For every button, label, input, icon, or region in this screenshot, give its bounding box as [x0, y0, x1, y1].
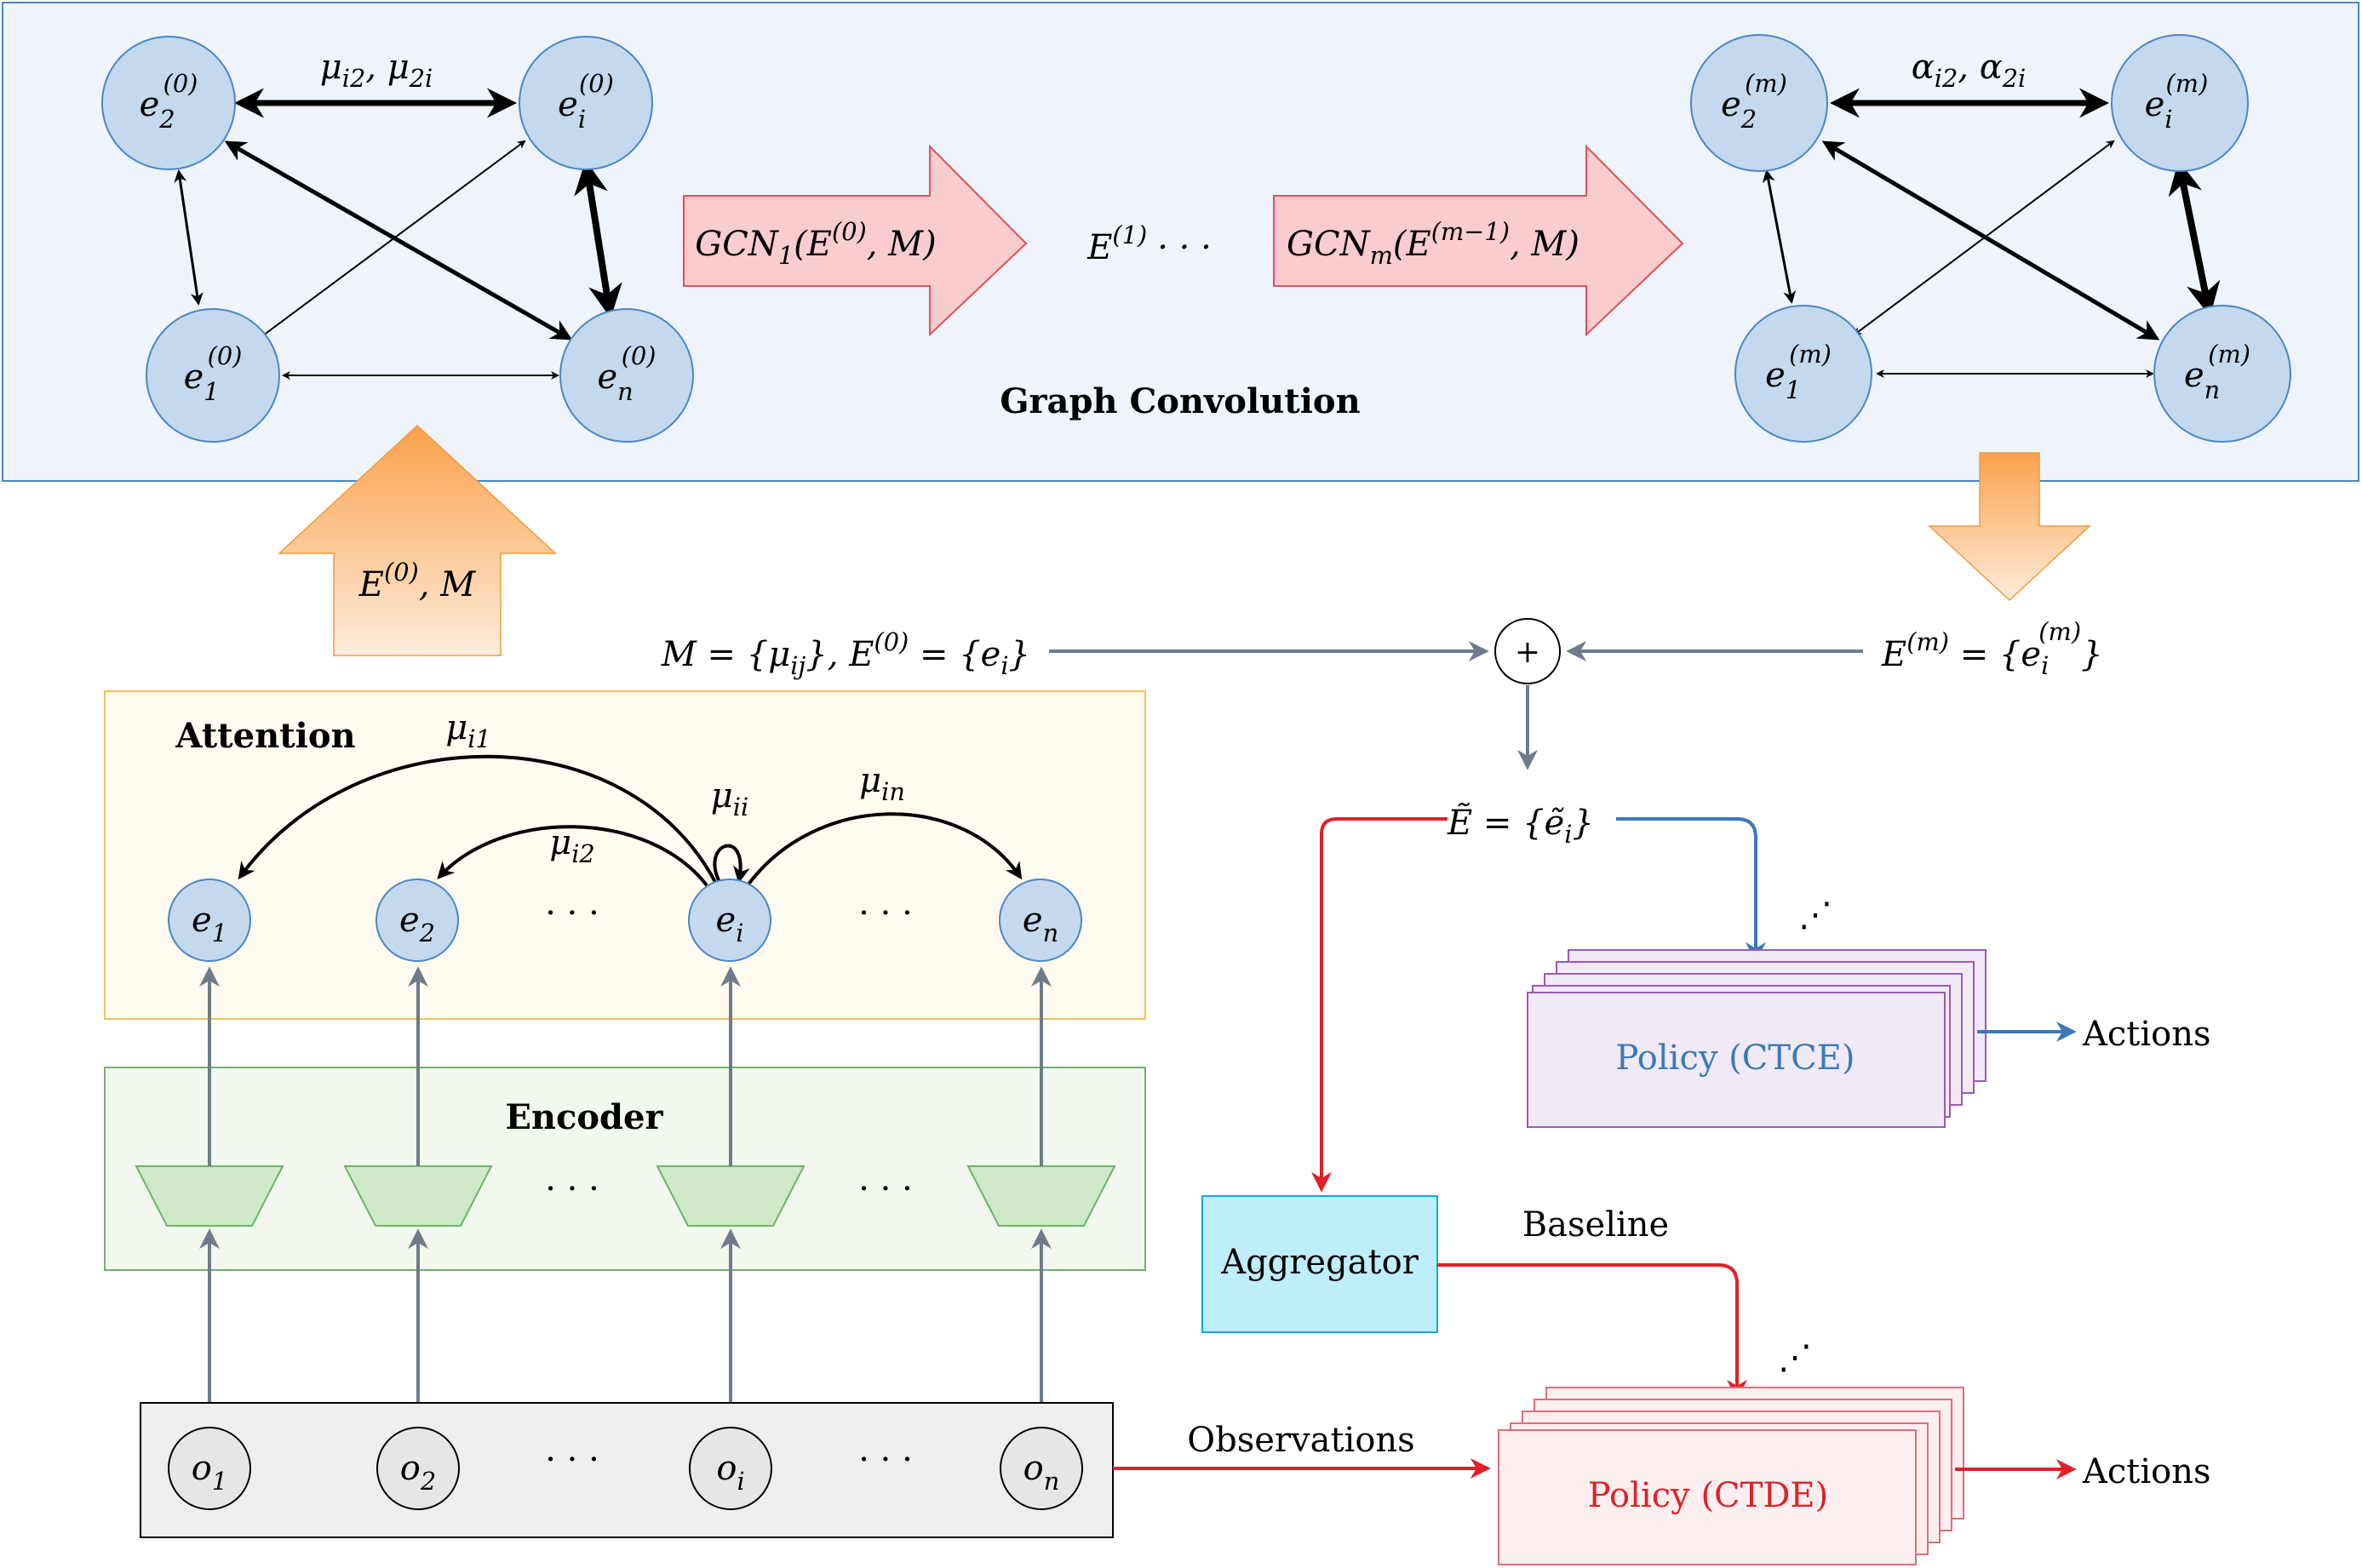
svg-text:E(0), M: E(0), M: [358, 558, 476, 604]
encoder-dots-2: · · ·: [858, 1170, 913, 1209]
mu-i1-label: μi1: [445, 708, 491, 753]
attn-node-en: en: [999, 878, 1082, 962]
mu-in-label: μin: [859, 761, 905, 806]
initial-embeddings-label: M = {μij}, E(0) = {ei}: [661, 627, 1030, 680]
ctce-stack-dots: ⋰: [1798, 896, 1832, 935]
policy-ctce-label: Policy (CTCE): [1616, 1039, 1855, 1078]
svg-text:ei(m): ei(m): [2145, 69, 2209, 134]
node-ei-0: ei(0): [519, 36, 653, 170]
graph-convolution-title: Graph Convolution: [1000, 381, 1360, 421]
svg-text:e1: e1: [192, 901, 227, 947]
svg-text:ei(0): ei(0): [558, 69, 614, 134]
node-e1-0: e1(0): [146, 308, 280, 443]
aggregator-box: [1201, 1195, 1438, 1333]
node-e2-0: e2(0): [101, 36, 236, 170]
encoder-dots-1: · · ·: [545, 1170, 599, 1209]
node-e2-m: e2(m): [1690, 34, 1828, 172]
node-ei-m: ei(m): [2111, 34, 2249, 172]
etilde-to-aggregator-arrow: [1311, 817, 1448, 1193]
svg-text:on: on: [1023, 1449, 1060, 1496]
vertical-arrows: [199, 966, 1052, 1403]
attn-node-e2: e2: [376, 878, 459, 962]
svg-text:GCN1(E(0), M): GCN1(E(0), M): [695, 217, 937, 270]
gcn1-arrow: GCN1(E(0), M): [683, 144, 1028, 337]
attention-panel: [104, 690, 1146, 1020]
gcnm-arrow: GCNm(E(m−1), M): [1273, 144, 1684, 337]
observations-box: [140, 1402, 1114, 1538]
baseline-arrow: [1437, 1263, 1747, 1400]
right-graph-edges: [1762, 88, 2221, 378]
svg-text:e2(m): e2(m): [1721, 69, 1787, 134]
observations-label: Observations: [1187, 1421, 1414, 1460]
right-edge-label: αi2, α2i: [1912, 48, 2027, 93]
observation-nodes: o1 o2 oi on: [168, 1427, 1083, 1510]
svg-text:en(m): en(m): [2184, 340, 2250, 404]
observations-dots-1: · · ·: [545, 1440, 599, 1479]
embedding-up-arrow: E(0), M: [278, 424, 557, 656]
node-en-0: en(0): [559, 308, 694, 443]
baseline-label: Baseline: [1522, 1205, 1669, 1245]
encoder-trapezoids: [135, 1165, 1116, 1227]
etilde-to-ctce-arrow: [1616, 817, 1766, 963]
policy-ctde-stack: [1498, 1387, 1964, 1565]
attn-node-ei: ei: [688, 878, 771, 962]
left-graph-edges: [174, 88, 622, 380]
svg-text:en(0): en(0): [597, 341, 656, 406]
attention-title: Attention: [175, 716, 355, 756]
svg-text:e2: e2: [399, 901, 435, 947]
node-e1-m: e1(m): [1734, 305, 1872, 443]
svg-text:e2(0): e2(0): [140, 69, 198, 134]
merge-plus-symbol: +: [1515, 635, 1540, 670]
encoder-title: Encoder: [505, 1097, 663, 1137]
svg-text:o2: o2: [400, 1449, 436, 1496]
svg-text:oi: oi: [716, 1449, 744, 1496]
output-down-arrow: [1928, 452, 2091, 602]
observations-dots-2: · · ·: [858, 1440, 913, 1479]
svg-text:e1(0): e1(0): [184, 341, 243, 406]
svg-text:GCNm(E(m−1), M): GCNm(E(m−1), M): [1287, 217, 1579, 270]
obs-node-on: on: [1000, 1427, 1083, 1510]
attention-dots-1: · · ·: [545, 894, 599, 933]
policy-ctce-stack: [1527, 949, 1986, 1128]
aggregator-label: Aggregator: [1220, 1243, 1419, 1282]
svg-text:o1: o1: [192, 1449, 227, 1496]
left-graph-nodes: e2(0) ei(0) e1(0) en(0): [101, 36, 694, 443]
policy-ctde-label: Policy (CTDE): [1588, 1476, 1828, 1515]
mu-i2-label: μi2: [549, 823, 595, 868]
obs-node-oi: oi: [689, 1427, 772, 1510]
ctde-actions-label: Actions: [2082, 1452, 2211, 1491]
obs-node-o2: o2: [376, 1427, 460, 1510]
left-edge-label: μi2, μ2i: [320, 48, 433, 93]
right-graph-nodes: e2(m) ei(m) e1(m) en(m): [1690, 34, 2291, 443]
attention-dots-2: · · ·: [858, 894, 913, 933]
attention-curves: [238, 754, 1023, 887]
obs-node-o1: o1: [168, 1427, 251, 1510]
merge-plus: [1494, 618, 1561, 684]
attn-node-e1: e1: [168, 878, 251, 962]
mu-ii-label: μii: [711, 776, 748, 821]
attention-nodes: e1 e2 ei en: [168, 878, 1082, 962]
final-embeddings-label: E(m) = {ei(m)}: [1881, 617, 2103, 680]
ctde-stack-dots: ⋰: [1778, 1338, 1812, 1377]
svg-text:en: en: [1023, 901, 1058, 947]
svg-text:e1(m): e1(m): [1765, 340, 1832, 404]
svg-text:ei: ei: [716, 901, 744, 947]
node-en-m: en(m): [2153, 305, 2291, 443]
combined-embeddings-label: Ẽ = {ẽi}: [1447, 803, 1594, 849]
ctce-actions-label: Actions: [2082, 1015, 2211, 1054]
intermediate-embedding: E(1)· · ·: [1086, 220, 1212, 267]
